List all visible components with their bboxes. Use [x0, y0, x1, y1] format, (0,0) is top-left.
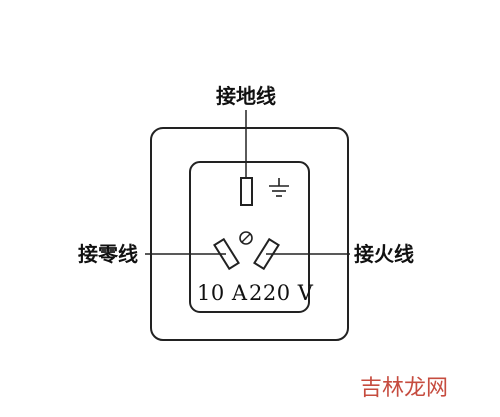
inner-face [189, 161, 310, 313]
neutral-label: 接零线 [78, 242, 138, 266]
watermark-text: 吉林龙网 [360, 376, 449, 401]
earth-slot [240, 177, 253, 206]
live-label: 接火线 [354, 242, 414, 266]
neutral-slot [213, 237, 240, 271]
outer-plate [150, 127, 349, 341]
ground-icon [269, 178, 289, 197]
voltage-rating: 220 V [249, 281, 314, 305]
current-rating: 10 A [197, 281, 248, 305]
earth-label: 接地线 [216, 84, 276, 108]
center-screw [239, 231, 253, 245]
live-slot [253, 237, 280, 271]
